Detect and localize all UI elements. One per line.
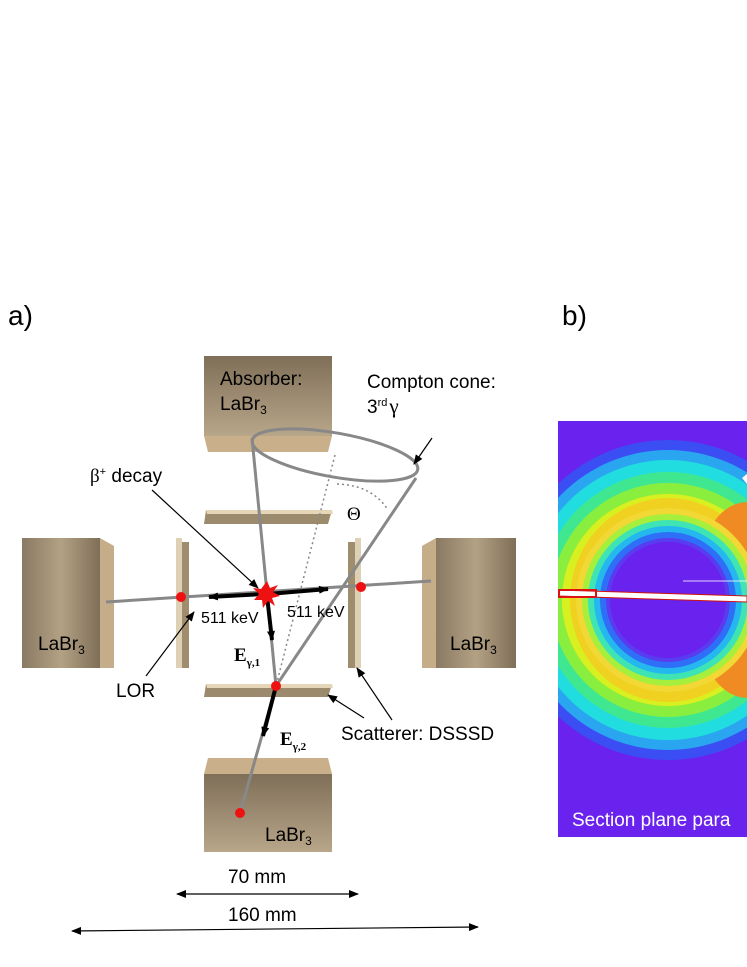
scattered-photon-arrow <box>261 685 278 737</box>
labr-bottom-block <box>204 758 332 852</box>
scatterer-plate-bottom <box>204 684 333 697</box>
section-heatmap <box>558 421 747 837</box>
scatterer-label: Scatterer: DSSSD <box>341 724 494 745</box>
absorber-material: LaBr3 <box>220 394 267 417</box>
interaction-point-left <box>176 592 186 602</box>
beta-decay-pointer <box>151 489 259 589</box>
labr-bottom-label: LaBr3 <box>265 825 312 848</box>
labr-left-label: LaBr3 <box>38 634 85 657</box>
absorber-top-block <box>204 356 332 452</box>
scatterer-pointer-bottom <box>327 694 365 719</box>
beta-decay-label: β+ decay <box>90 466 163 487</box>
interaction-point-right <box>356 582 366 592</box>
decay-burst-icon <box>253 581 280 608</box>
photon-arrow-down <box>265 595 275 641</box>
energy-label-left: 511 keV <box>201 610 259 627</box>
scatterer-plate-right <box>348 538 361 668</box>
energy-gamma1-label: Eγ,1 <box>234 645 260 669</box>
cone-pointer <box>413 437 433 465</box>
panel-b-label: b) <box>562 300 587 331</box>
lor-pointer <box>145 611 195 677</box>
absorber-title: Absorber: <box>220 369 302 390</box>
interaction-point-absorber <box>235 808 245 818</box>
dimension-160-label: 160 mm <box>228 905 297 926</box>
cone-third-gamma: 3rdγ <box>367 394 399 418</box>
compton-cone <box>250 427 420 687</box>
cone-title: Compton cone: <box>367 372 496 393</box>
energy-label-right: 511 keV <box>287 604 345 621</box>
scatterer-pointer-right <box>356 667 393 721</box>
photon-arrow-right <box>267 585 329 596</box>
section-plane-caption: Section plane para <box>572 810 731 831</box>
dimension-160-arrow <box>71 923 479 935</box>
labr-right-label: LaBr3 <box>450 634 497 657</box>
lor-label: LOR <box>116 681 155 702</box>
interaction-point-scatterer <box>271 681 281 691</box>
scatterer-plate-top <box>204 510 333 524</box>
labr-left-block <box>22 538 114 668</box>
theta-symbol: Θ <box>347 504 361 525</box>
dimension-70-label: 70 mm <box>228 867 286 888</box>
energy-gamma2-label: Eγ,2 <box>280 729 307 753</box>
photon-arrow-left <box>208 592 265 601</box>
panel-a-label: a) <box>8 300 33 331</box>
scatterer-plate-left <box>176 538 189 668</box>
labr-right-block <box>422 538 516 668</box>
